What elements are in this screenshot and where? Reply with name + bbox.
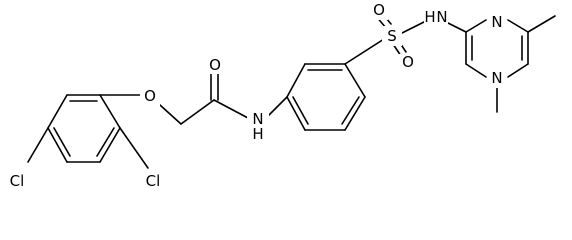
atom-label-s: S xyxy=(387,27,397,45)
bond xyxy=(445,21,467,33)
bond xyxy=(465,63,487,78)
atom-label-h: H xyxy=(252,125,263,143)
phenylene-ring xyxy=(286,63,366,131)
aromatic-bond xyxy=(341,96,360,125)
atom-labels: O O N H S O O H N N N Cl Cl xyxy=(4,1,507,192)
atom-label-cl: Cl xyxy=(10,172,25,190)
bond xyxy=(180,99,215,125)
aromatic-bond xyxy=(53,127,71,157)
atom-label-o: O xyxy=(144,87,156,105)
atom-label-n: N xyxy=(491,69,502,87)
bond xyxy=(119,127,149,169)
bond xyxy=(401,21,425,34)
bond xyxy=(27,127,49,163)
bond xyxy=(159,104,182,125)
aromatic-bond xyxy=(292,96,309,125)
atom-label-n: N xyxy=(491,13,502,31)
bond xyxy=(527,15,556,33)
bond xyxy=(265,96,288,119)
bond xyxy=(47,127,68,163)
aromatic-bond xyxy=(96,127,115,157)
bond xyxy=(344,63,366,98)
bond xyxy=(344,96,366,131)
molecule-structure: O O N H S O O H N N N Cl Cl xyxy=(4,1,556,192)
atom-label-h: H xyxy=(424,8,435,26)
atom-label-cl: Cl xyxy=(146,172,161,190)
bond xyxy=(99,94,121,129)
pyrimidine-ring xyxy=(465,19,529,78)
structure-canvas: O O N H S O O H N N N Cl Cl xyxy=(4,1,556,192)
bond xyxy=(286,63,306,98)
bond xyxy=(286,96,306,131)
bond xyxy=(465,19,487,33)
bond xyxy=(213,99,249,119)
atom-label-o: O xyxy=(402,53,414,71)
atom-label-n: N xyxy=(436,8,447,26)
atom-label-o: O xyxy=(209,56,221,74)
bond xyxy=(507,19,529,33)
bond xyxy=(99,127,121,163)
dichlorophenyl-ring xyxy=(47,94,121,163)
bond xyxy=(507,63,529,78)
bond xyxy=(47,94,68,129)
atom-label-n: N xyxy=(252,110,263,128)
bond xyxy=(344,38,385,65)
atom-label-o: O xyxy=(373,1,385,19)
